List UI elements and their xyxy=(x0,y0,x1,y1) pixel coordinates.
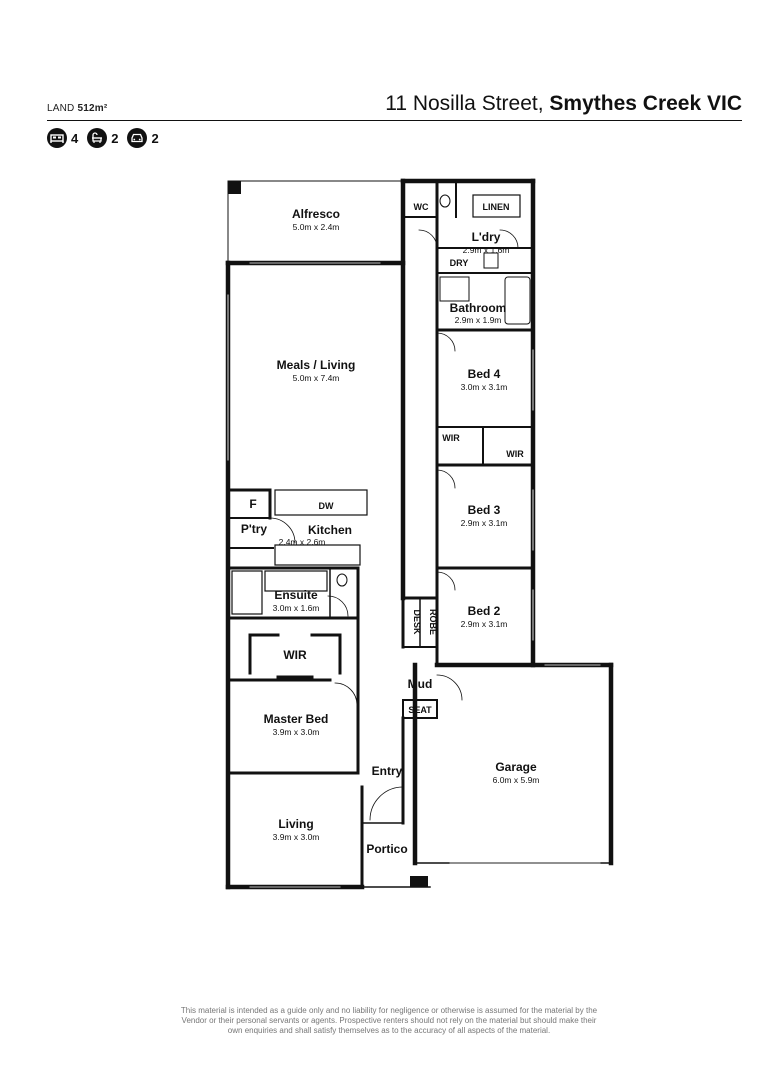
land-label: LAND xyxy=(47,103,75,114)
room-dry-name: DRY xyxy=(450,258,469,268)
street-address: 11 Nosilla Street, xyxy=(385,92,544,115)
room-ensuite-dims: 3.0m x 1.6m xyxy=(273,603,320,613)
room-robe-name: ROBE xyxy=(428,609,438,635)
room-living-name: Living xyxy=(278,817,313,831)
room-bed3-name: Bed 3 xyxy=(468,503,501,517)
suburb: Smythes Creek VIC xyxy=(549,92,742,115)
property-features: 4 2 2 xyxy=(47,128,159,148)
room-bed4-dims: 3.0m x 3.1m xyxy=(461,382,508,392)
room-portico-name: Portico xyxy=(366,842,407,856)
room-pantry-name: P'try xyxy=(241,522,268,536)
room-seat-name: SEAT xyxy=(408,705,432,715)
room-bathroom-name: Bathroom xyxy=(450,301,507,315)
disclaimer: This material is intended as a guide onl… xyxy=(180,1006,598,1035)
room-desk-name: DESK xyxy=(412,609,422,635)
room-living-dims: 3.9m x 3.0m xyxy=(273,832,320,842)
bedrooms-count: 4 xyxy=(71,130,79,146)
room-master-wir-name: WIR xyxy=(283,648,307,662)
room-dw-name: DW xyxy=(319,501,334,511)
parking-count: 2 xyxy=(151,130,159,146)
land-size: LAND 512m² xyxy=(47,103,107,114)
room-alfresco-dims: 5.0m x 2.4m xyxy=(293,222,340,232)
car-icon xyxy=(127,128,148,148)
bathrooms-feature: 2 xyxy=(87,128,118,148)
room-laundry-name: L'dry xyxy=(472,230,501,244)
room-wc-name: WC xyxy=(414,202,429,212)
room-fridge-name: F xyxy=(249,497,256,511)
room-kitchen-dims: 2.4m x 2.6m xyxy=(279,537,326,547)
room-master-bed-name: Master Bed xyxy=(264,712,329,726)
property-address: 11 Nosilla Street, Smythes Creek VIC xyxy=(385,92,742,116)
room-bed4-name: Bed 4 xyxy=(468,367,501,381)
header-divider xyxy=(47,120,742,121)
room-bed2-dims: 2.9m x 3.1m xyxy=(461,619,508,629)
room-ensuite-name: Ensuite xyxy=(274,588,318,602)
room-mud-name: Mud xyxy=(408,677,433,691)
bath-icon xyxy=(87,128,108,148)
room-wir-bed3-name: WIR xyxy=(506,449,524,459)
alfresco-post xyxy=(228,181,241,194)
room-bed3-dims: 2.9m x 3.1m xyxy=(461,518,508,528)
room-laundry-dims: 2.9m x 1.6m xyxy=(463,245,510,255)
bathrooms-count: 2 xyxy=(111,130,119,146)
room-meals-living-dims: 5.0m x 7.4m xyxy=(293,373,340,383)
room-master-bed-dims: 3.9m x 3.0m xyxy=(273,727,320,737)
room-bed2-name: Bed 2 xyxy=(468,604,501,618)
room-kitchen-name: Kitchen xyxy=(308,523,352,537)
bed-icon xyxy=(47,128,67,148)
parking-feature: 2 xyxy=(127,128,159,148)
room-wir-bed4-name: WIR xyxy=(442,433,460,443)
land-value: 512m² xyxy=(77,103,108,114)
room-alfresco-name: Alfresco xyxy=(292,207,340,221)
room-meals-living-name: Meals / Living xyxy=(277,358,356,372)
room-linen-name: LINEN xyxy=(483,202,510,212)
room-garage-name: Garage xyxy=(495,760,537,774)
bedrooms-feature: 4 xyxy=(47,128,78,148)
room-bathroom-dims: 2.9m x 1.9m xyxy=(455,315,502,325)
walls xyxy=(225,178,614,890)
room-entry-name: Entry xyxy=(372,764,403,778)
room-garage-dims: 6.0m x 5.9m xyxy=(493,775,540,785)
